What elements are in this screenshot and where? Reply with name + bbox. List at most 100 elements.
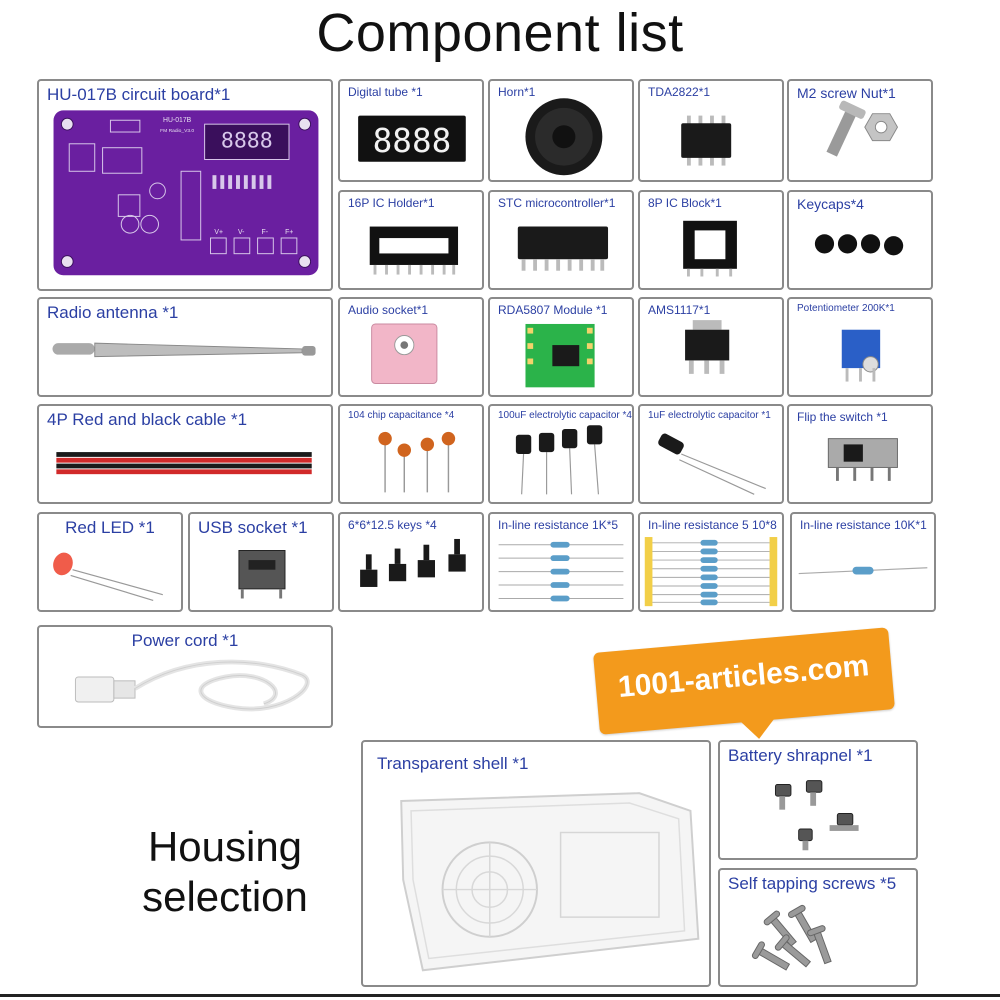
board-key-label: V+ (214, 229, 223, 236)
stc-label: STC microcontroller*1 (498, 196, 616, 210)
switch-label: Flip the switch *1 (797, 410, 888, 424)
component-self-tapping-screws: Self tapping screws *5 (718, 868, 918, 987)
power-cord-label: Power cord *1 (131, 631, 239, 650)
component-flip-switch: Flip the switch *1 (787, 404, 933, 504)
board-model-text: HU-017B (163, 117, 192, 124)
component-digital-tube: Digital tube *1 8888 (338, 79, 484, 182)
keycaps-image (814, 234, 904, 256)
component-horn: Horn*1 (488, 79, 634, 182)
potentiometer-image (841, 329, 881, 382)
component-ic-block-8: 8P IC Block*1 (638, 190, 784, 290)
cable-label: 4P Red and black cable *1 (47, 410, 248, 429)
page-title: Component list (316, 3, 684, 63)
circuit-board-image: 8888 HU-017B FM Radio_V3.0 V+ V- F- F+ (53, 110, 319, 276)
component-chip-capacitance: 104 chip capacitance *4 (338, 404, 484, 504)
component-stc: STC microcontroller*1 (488, 190, 634, 290)
component-potentiometer: Potentiometer 200K*1 (787, 297, 933, 397)
keys-label: 6*6*12.5 keys *4 (348, 518, 437, 532)
battery-label: Battery shrapnel *1 (728, 746, 873, 765)
watermark-badge: 1001-articles.com (592, 627, 896, 735)
led-label: Red LED *1 (65, 518, 155, 537)
small-capacitor-image (658, 433, 766, 495)
res510-label: In-line resistance 5 10*8 (648, 518, 777, 532)
chip-cap-label: 104 chip capacitance *4 (348, 410, 455, 421)
electrolytic-capacitors-image (515, 425, 603, 495)
component-battery-shrapnel: Battery shrapnel *1 (718, 740, 918, 860)
transparent-shell-image (400, 792, 700, 972)
fm-module-image (525, 323, 595, 388)
component-usb-socket: USB socket *1 (188, 512, 334, 612)
ic-block-8-label: 8P IC Block*1 (648, 196, 722, 210)
component-tda2822: TDA2822*1 (638, 79, 784, 182)
tda-label: TDA2822*1 (648, 85, 711, 99)
board-sub-text: FM Radio_V3.0 (160, 128, 194, 134)
housing-title: Housing selection (142, 823, 308, 920)
speaker-image (525, 98, 603, 176)
audio-socket-label: Audio socket*1 (348, 303, 429, 317)
shell-label: Transparent shell *1 (377, 754, 529, 773)
res1k-label: In-line resistance 1K*5 (498, 518, 619, 532)
elec-cap100-label: 100uF electrolytic capacitor *4 (498, 410, 632, 421)
resistor-10k-image (798, 566, 928, 575)
tactile-keys-image (360, 538, 466, 587)
cable-image (56, 452, 312, 475)
regulator-image (685, 320, 730, 374)
watermark-text: 1001-articles.com (616, 649, 871, 704)
usb-cable-image (74, 659, 310, 712)
screw-nut-label: M2 screw Nut*1 (797, 85, 896, 101)
audio-socket-image (371, 323, 438, 384)
component-resistor-1k: In-line resistance 1K*5 (488, 512, 634, 612)
elec-cap1-label: 1uF electrolytic capacitor *1 (648, 410, 771, 421)
ams-label: AMS1117*1 (648, 303, 711, 317)
resistors-510-image (644, 537, 778, 607)
component-electrolytic-100uf: 100uF electrolytic capacitor *4 (488, 404, 634, 504)
board-display-text: 8888 (221, 129, 273, 154)
led-image (53, 552, 163, 601)
component-antenna: Radio antenna *1 (37, 297, 333, 397)
screws-image (751, 904, 832, 971)
component-red-led: Red LED *1 (37, 512, 183, 612)
resistors-1k-image (498, 541, 624, 602)
component-power-cord: Power cord *1 (37, 625, 333, 728)
component-keys: 6*6*12.5 keys *4 (338, 512, 484, 612)
microcontroller-image (517, 226, 609, 271)
board-key-label: F+ (285, 229, 293, 236)
potentiometer-label: Potentiometer 200K*1 (797, 303, 895, 314)
component-audio-socket: Audio socket*1 (338, 297, 484, 397)
component-ams1117: AMS1117*1 (638, 297, 784, 397)
ic-holder-image (369, 226, 459, 275)
component-screw-nut: M2 screw Nut*1 (787, 79, 933, 182)
digital-tube-image: 8888 (358, 115, 466, 162)
component-board: HU-017B circuit board*1 8888 HU-017B FM … (37, 79, 333, 291)
board-key-label: V- (238, 229, 244, 236)
tube-display-text: 8888 (373, 122, 452, 160)
screw-nut-image (826, 100, 899, 157)
res10k-label: In-line resistance 10K*1 (800, 518, 927, 532)
antenna-image (52, 342, 316, 358)
component-keycaps: Keycaps*4 (787, 190, 933, 290)
usb-socket-image (238, 550, 286, 599)
component-rda5807: RDA5807 Module *1 (488, 297, 634, 397)
component-electrolytic-1uf: 1uF electrolytic capacitor *1 (638, 404, 784, 504)
component-resistor-510: In-line resistance 5 10*8 (638, 512, 784, 612)
ic-holder-16-label: 16P IC Holder*1 (348, 196, 435, 210)
usb-socket-label: USB socket *1 (198, 518, 308, 537)
board-key-label: F- (262, 229, 268, 236)
keycaps-label: Keycaps*4 (797, 196, 864, 212)
antenna-label: Radio antenna *1 (47, 303, 179, 322)
component-ic-holder-16: 16P IC Holder*1 (338, 190, 484, 290)
component-transparent-shell: Transparent shell *1 (361, 740, 711, 987)
ic-socket-image (683, 220, 737, 277)
horn-label: Horn*1 (498, 85, 536, 99)
rda-label: RDA5807 Module *1 (498, 303, 608, 317)
component-resistor-10k: In-line resistance 10K*1 (790, 512, 936, 612)
ic-chip-image (681, 115, 732, 166)
battery-contacts-image (774, 780, 859, 851)
digital-tube-label: Digital tube *1 (348, 85, 423, 99)
slide-switch-image (827, 438, 898, 481)
board-label: HU-017B circuit board*1 (47, 85, 231, 104)
ceramic-capacitor-image (378, 431, 456, 493)
screws-label: Self tapping screws *5 (728, 874, 897, 893)
bottom-divider (0, 994, 1000, 997)
component-cable: 4P Red and black cable *1 (37, 404, 333, 504)
